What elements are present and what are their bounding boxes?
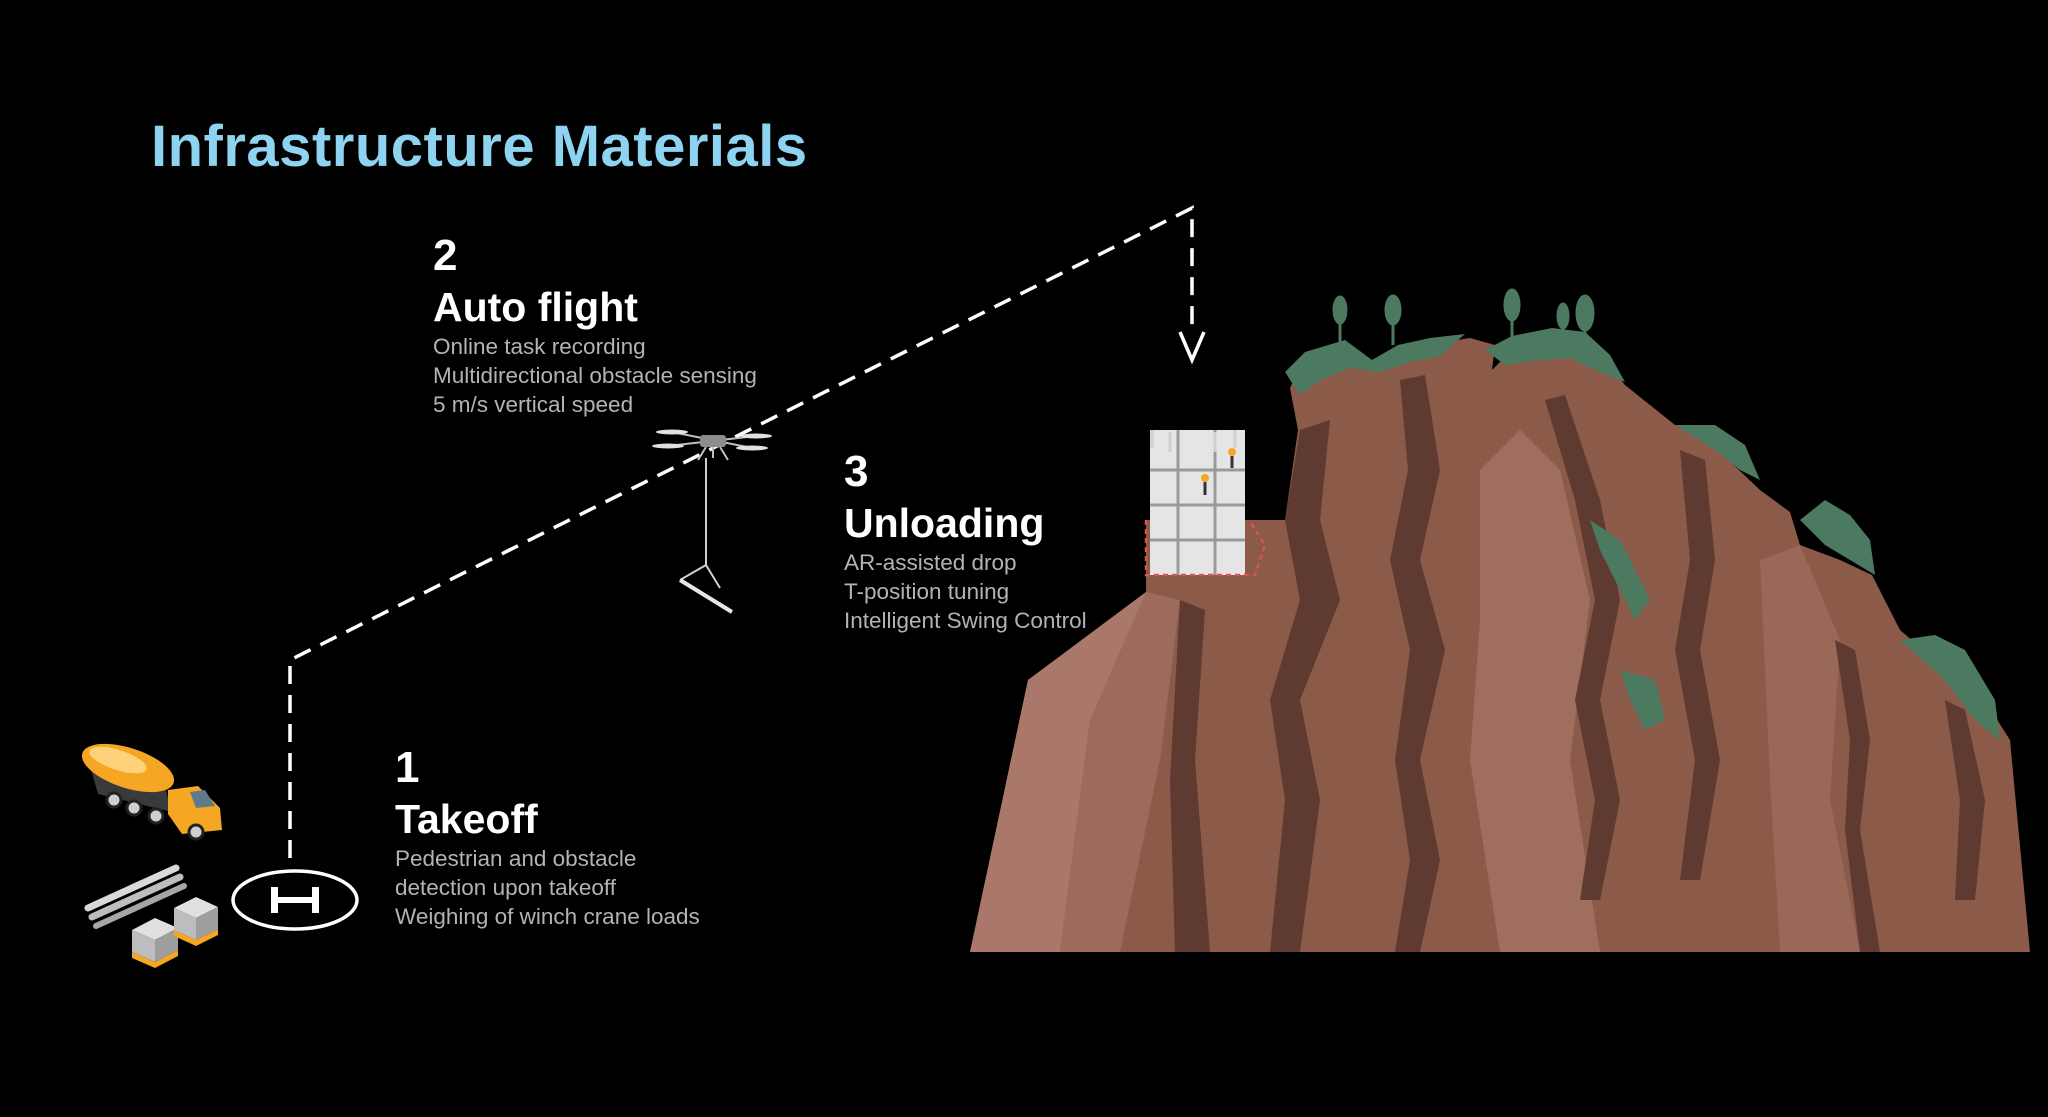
step-unloading: 3 Unloading AR-assisted drop T-position … bbox=[844, 446, 1087, 635]
step-number: 1 bbox=[395, 743, 420, 792]
arrow-down-icon bbox=[1178, 331, 1206, 365]
flight-path bbox=[288, 205, 1194, 858]
step-number: 2 bbox=[433, 231, 458, 280]
step-auto-flight: 2 Auto flight Online task recording Mult… bbox=[433, 230, 757, 419]
step-feature: detection upon takeoff bbox=[395, 875, 617, 900]
page-title: Infrastructure Materials bbox=[151, 114, 808, 179]
step-name: Unloading bbox=[844, 500, 1045, 546]
step-feature: Online task recording bbox=[433, 334, 646, 359]
step-number: 3 bbox=[844, 447, 869, 496]
drone-icon bbox=[652, 429, 772, 614]
steel-pipes-icon bbox=[84, 864, 187, 929]
step-feature: 5 m/s vertical speed bbox=[433, 392, 634, 417]
helipad-icon bbox=[231, 869, 359, 931]
step-name: Auto flight bbox=[433, 284, 638, 330]
step-feature: AR-assisted drop bbox=[844, 550, 1017, 575]
building-frame-icon bbox=[1144, 430, 1267, 577]
step-takeoff: 1 Takeoff Pedestrian and obstacle detect… bbox=[395, 742, 700, 931]
step-feature: Weighing of winch crane loads bbox=[395, 904, 700, 929]
step-feature: T-position tuning bbox=[844, 579, 1010, 604]
mountain-icon bbox=[970, 288, 2030, 952]
step-feature: Multidirectional obstacle sensing bbox=[433, 363, 757, 388]
step-feature: Pedestrian and obstacle bbox=[395, 846, 637, 871]
concrete-blocks-icon bbox=[132, 897, 218, 968]
cement-truck-icon bbox=[81, 743, 222, 841]
step-name: Takeoff bbox=[395, 796, 538, 842]
step-feature: Intelligent Swing Control bbox=[844, 608, 1087, 633]
